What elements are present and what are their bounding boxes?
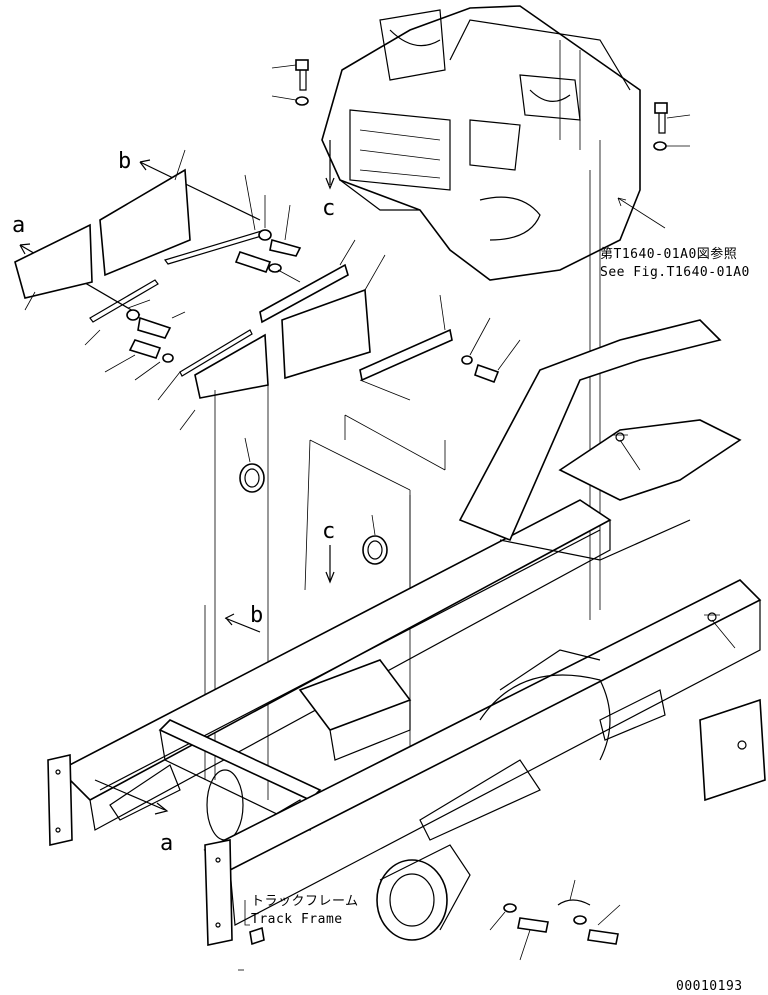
label-b-mid: b	[250, 603, 263, 628]
strip-2	[84, 279, 159, 346]
arrow-a-bottom	[94, 779, 166, 811]
track-frame-label-en: Track Frame	[251, 912, 343, 927]
label-c-top: c	[322, 196, 335, 221]
arrow-b-top	[139, 161, 261, 221]
label-b-top: b	[118, 149, 131, 174]
reference-note-en: See Fig.T1640-01A0	[600, 265, 750, 280]
cover-plate-2	[14, 223, 93, 311]
washer-upper-left	[271, 95, 309, 106]
label-a-top: a	[12, 213, 25, 238]
upper-frame-assembly	[321, 5, 641, 281]
bolt-mid	[461, 317, 521, 384]
bolt-left-3	[126, 299, 186, 339]
cover-plate-3	[179, 329, 269, 431]
grease-fitting-2	[704, 614, 736, 649]
track-frame-label-jp: トラックフレーム	[251, 894, 359, 909]
bolt-bottom-1	[489, 903, 549, 961]
label-c-mid: c	[322, 519, 335, 544]
bolt-left-1	[258, 195, 302, 257]
bolt-bottom-2	[573, 904, 621, 945]
bolt-upper-right	[654, 102, 691, 134]
clip-bottom	[557, 879, 591, 906]
cover-plate-4	[259, 239, 386, 380]
reference-note-jp: 第T1640-01A0図参照	[600, 246, 737, 262]
cover-plate-5	[359, 294, 453, 382]
seal-ring-left	[239, 437, 265, 493]
washer-upper-right	[653, 141, 690, 151]
seal-ring-right	[362, 514, 388, 565]
grease-fitting-1	[612, 434, 641, 471]
track-frame	[47, 319, 766, 946]
plug-left-bottom	[238, 926, 265, 971]
bolt-upper-left	[271, 59, 309, 91]
bolt-left-4	[104, 339, 181, 401]
bolt-left-2	[234, 251, 301, 283]
label-a-bottom: a	[160, 831, 173, 856]
drawing-number: 00010193	[676, 979, 743, 994]
cover-plate-1	[99, 149, 191, 277]
arrow-b-mid	[224, 617, 261, 633]
